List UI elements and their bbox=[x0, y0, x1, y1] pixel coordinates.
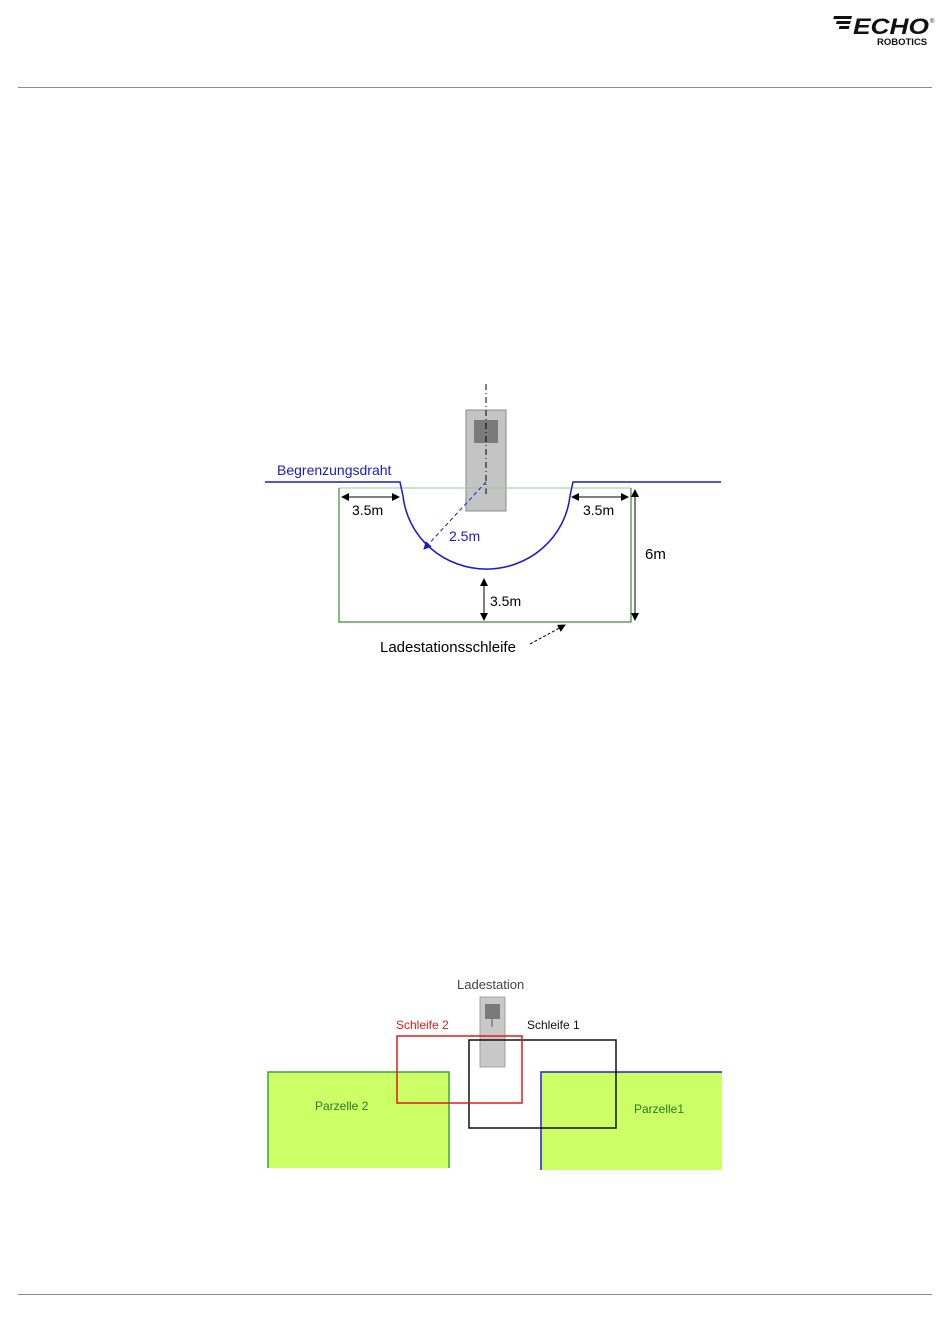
plot-1 bbox=[541, 1072, 722, 1170]
plot-2-label: Parzelle 2 bbox=[315, 1099, 369, 1113]
loop-2-label: Schleife 2 bbox=[396, 1018, 449, 1032]
station-core-2 bbox=[485, 1004, 500, 1019]
loop-1-label: Schleife 1 bbox=[527, 1018, 580, 1032]
station-label: Ladestation bbox=[457, 977, 524, 992]
footer-divider bbox=[18, 1294, 932, 1295]
plot-1-label: Parzelle1 bbox=[634, 1102, 684, 1116]
plot-2 bbox=[268, 1072, 449, 1168]
